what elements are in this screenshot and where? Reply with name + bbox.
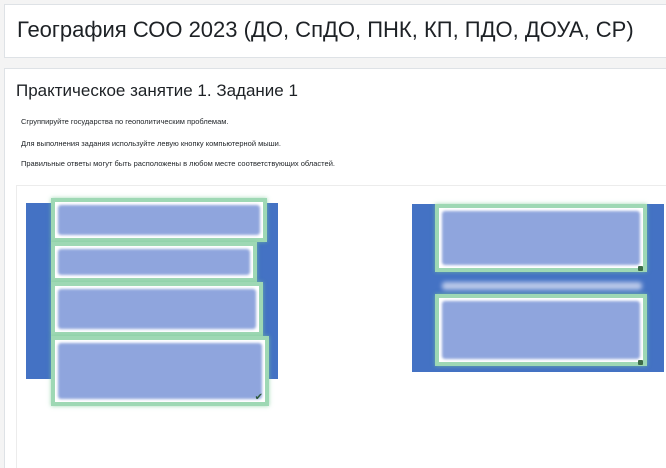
instruction-text: Правильные ответы могут быть расположены… <box>21 159 335 168</box>
activity-title: Практическое занятие 1. Задание 1 <box>16 81 298 100</box>
activity-content: Практическое занятие 1. Задание 1 Сгрупп… <box>4 68 666 468</box>
instruction-text: Для выполнения задания используйте левую… <box>21 139 281 148</box>
check-icon <box>638 266 643 271</box>
course-header: География СОО 2023 (ДО, СпДО, ПНК, КП, П… <box>4 4 666 58</box>
course-title: География СОО 2023 (ДО, СпДО, ПНК, КП, П… <box>17 17 634 42</box>
check-icon <box>638 360 643 365</box>
draggable-card[interactable] <box>435 204 647 272</box>
draggable-card[interactable] <box>51 282 263 336</box>
draggable-card[interactable] <box>51 198 267 242</box>
drag-drop-task-area: ✔ <box>16 185 666 468</box>
draggable-card[interactable] <box>435 294 647 366</box>
check-icon: ✔ <box>254 392 263 403</box>
draggable-card[interactable]: ✔ <box>51 336 269 406</box>
drop-zone-label <box>442 282 642 290</box>
instruction-text: Сгруппируйте государства по геополитичес… <box>21 117 229 126</box>
draggable-card[interactable] <box>51 242 257 282</box>
